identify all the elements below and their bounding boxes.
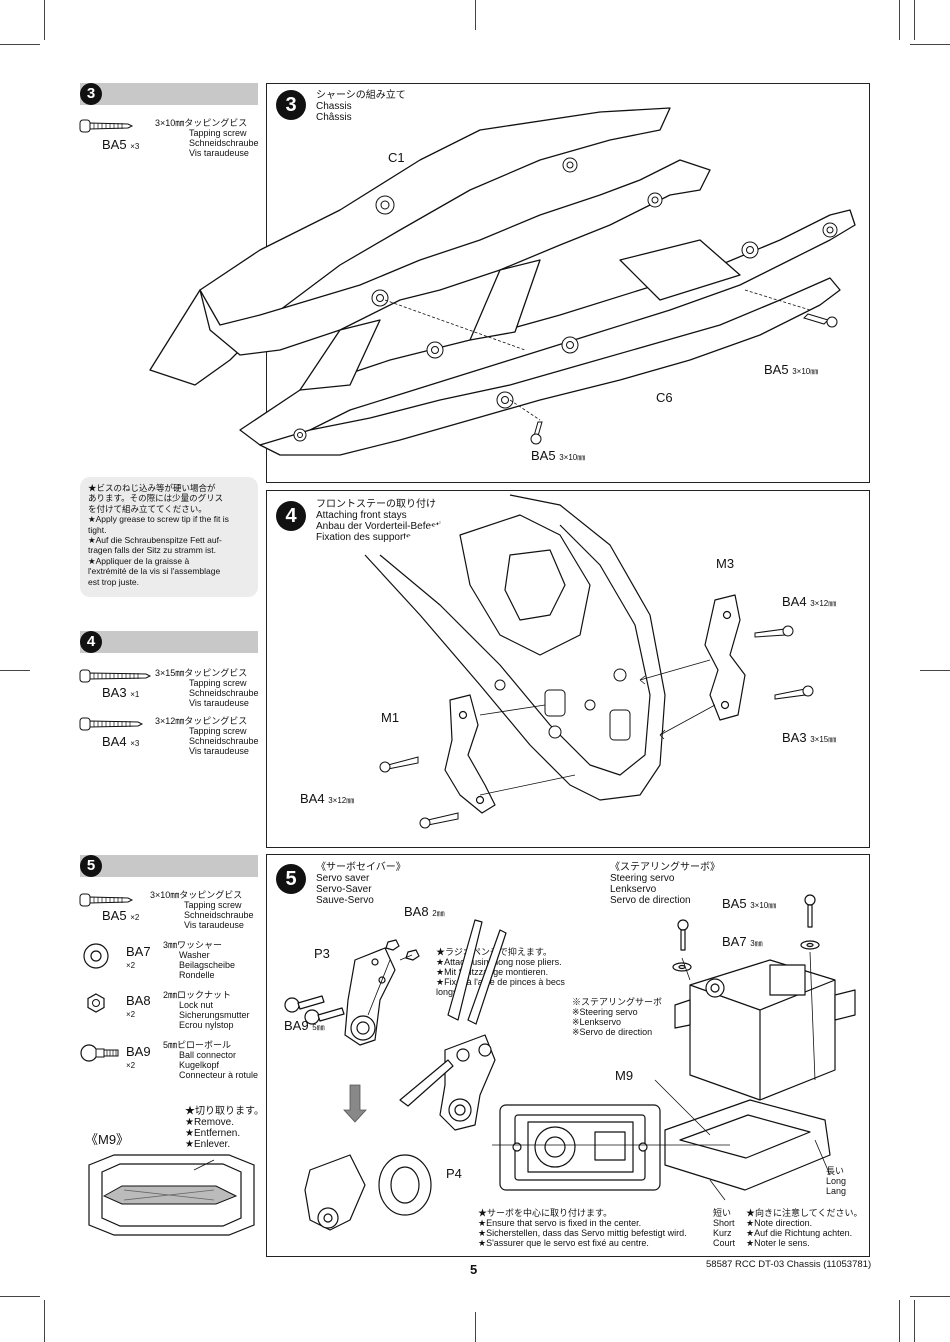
bag-ba8-desc: 2㎜ロックナット Lock nut Sicherungsmutter Ecrou… — [163, 990, 250, 1030]
crop-mark — [475, 0, 476, 30]
part-label-m3: M3 — [716, 556, 735, 571]
bag-ba4-desc: 3×12㎜タッピングビス Tapping screw Schneidschrau… — [155, 716, 259, 756]
crop-mark — [910, 1296, 950, 1297]
crop-mark — [0, 670, 30, 671]
step5-header-bar — [80, 855, 258, 877]
servo-note: ※ステアリングサーボ ※Steering servo ※Lenkservo ※S… — [572, 997, 663, 1037]
crop-mark — [0, 44, 40, 45]
step4-header-bar — [80, 631, 258, 653]
tapping-screw-icon — [79, 717, 144, 731]
step3-big-number: 3 — [276, 90, 306, 120]
bag-ba7-code: BA7×2 — [126, 944, 151, 971]
step5-big-number: 5 — [276, 864, 306, 894]
page-number: 5 — [470, 1262, 478, 1277]
step4-number-badge: 4 — [80, 631, 102, 653]
lock-nut-icon — [87, 993, 105, 1013]
callout-ba5-bottom: BA5 3×10㎜ — [531, 448, 586, 463]
part-label-m9: M9 — [615, 1068, 634, 1083]
steering-servo-title: 《ステアリングサーボ》 Steering servo Lenkservo Ser… — [610, 862, 720, 906]
callout-ba3: BA3 3×15㎜ — [782, 730, 837, 745]
callout-ba4-bottom: BA4 3×12㎜ — [300, 791, 355, 806]
crop-mark — [0, 1296, 40, 1297]
callout-ba5-servo: BA5 3×10㎜ — [722, 896, 777, 911]
part-label-p3: P3 — [314, 946, 330, 961]
bag-ba8-code: BA8×2 — [126, 993, 151, 1020]
bag-ba9-desc: 5㎜ピローボール Ball connector Kugelkopf Connec… — [163, 1040, 259, 1080]
crop-mark — [899, 1300, 900, 1342]
crop-mark — [914, 0, 915, 40]
bag-ba5-desc: 3×10㎜タッピングビス Tapping screw Schneidschrau… — [155, 118, 259, 158]
step3-title: シャーシの組み立て Chassis Châssis — [316, 90, 406, 123]
tapping-screw-icon — [79, 669, 152, 683]
chassis-illustration — [149, 107, 856, 456]
tapping-screw-icon — [79, 119, 134, 133]
callout-ba4-top: BA4 3×12㎜ — [782, 594, 837, 609]
direction-note: ★向きに注意してください。 ★Note direction. ★Auf die … — [746, 1208, 863, 1248]
ball-connector-icon — [80, 1044, 119, 1062]
step4-big-number: 4 — [276, 501, 306, 531]
bag-ba7-desc: 3㎜ワッシャー Washer Beilagscheibe Rondelle — [163, 940, 236, 980]
bag-ba9-code: BA9×2 — [126, 1044, 151, 1071]
crop-mark — [44, 1300, 45, 1342]
bag-ba3-code: BA3 ×1 — [102, 685, 140, 700]
servo-saver-title: 《サーボセイバー》 Servo saver Servo-Saver Sauve-… — [316, 862, 406, 906]
m9-cut-illustration — [88, 1154, 255, 1236]
long-label: 長い Long Lang — [826, 1166, 847, 1196]
crop-mark — [920, 670, 950, 671]
callout-ba8: BA8 2㎜ — [404, 904, 445, 919]
front-stay-illustration — [364, 494, 814, 829]
crop-mark — [475, 1312, 476, 1342]
crop-mark — [910, 44, 950, 45]
step4-title: フロントステーの取り付け Attaching front stays Anbau… — [316, 499, 464, 543]
document-reference: 58587 RCC DT-03 Chassis (11053781) — [706, 1259, 872, 1270]
washer-icon — [83, 943, 109, 969]
part-label-p4: P4 — [446, 1166, 462, 1181]
bag-ba4-code: BA4 ×3 — [102, 734, 140, 749]
m9-cut-title: 《M9》 — [85, 1132, 130, 1147]
crop-mark — [899, 0, 900, 40]
callout-ba7: BA7 3㎜ — [722, 934, 763, 949]
bag-ba5-desc: 3×10㎜タッピングビス Tapping screw Schneidschrau… — [150, 890, 254, 930]
short-label: 短い Short Kurz Court — [713, 1208, 736, 1248]
tapping-screw-icon — [79, 893, 134, 907]
part-label-c6: C6 — [656, 390, 673, 405]
bag-ba5-code: BA5 ×2 — [102, 908, 140, 923]
step3-number-badge: 3 — [80, 83, 102, 105]
m9-remove-note: ★切り取ります。 ★Remove. ★Entfernen. ★Enlever. — [185, 1106, 264, 1150]
step5-number-badge: 5 — [80, 855, 102, 877]
step3-header-bar — [80, 83, 258, 105]
center-note: ★サーボを中心に取り付けます。 ★Ensure that servo is fi… — [478, 1208, 687, 1248]
crop-mark — [914, 1300, 915, 1342]
part-label-c1: C1 — [388, 150, 405, 165]
servo-saver-illustration — [284, 894, 856, 1231]
crop-mark — [44, 0, 45, 40]
bag-ba5-code: BA5 ×3 — [102, 137, 140, 152]
callout-ba9: BA9 5㎜ — [284, 1018, 325, 1033]
callout-ba5-right: BA5 3×10㎜ — [764, 362, 819, 377]
bag-ba3-desc: 3×15㎜タッピングビス Tapping screw Schneidschrau… — [155, 668, 259, 708]
grease-note: ★ビスのねじ込み等が硬い場合が あります。その際には少量のグリス を付けて組み立… — [80, 477, 258, 597]
part-label-m1: M1 — [381, 710, 400, 725]
